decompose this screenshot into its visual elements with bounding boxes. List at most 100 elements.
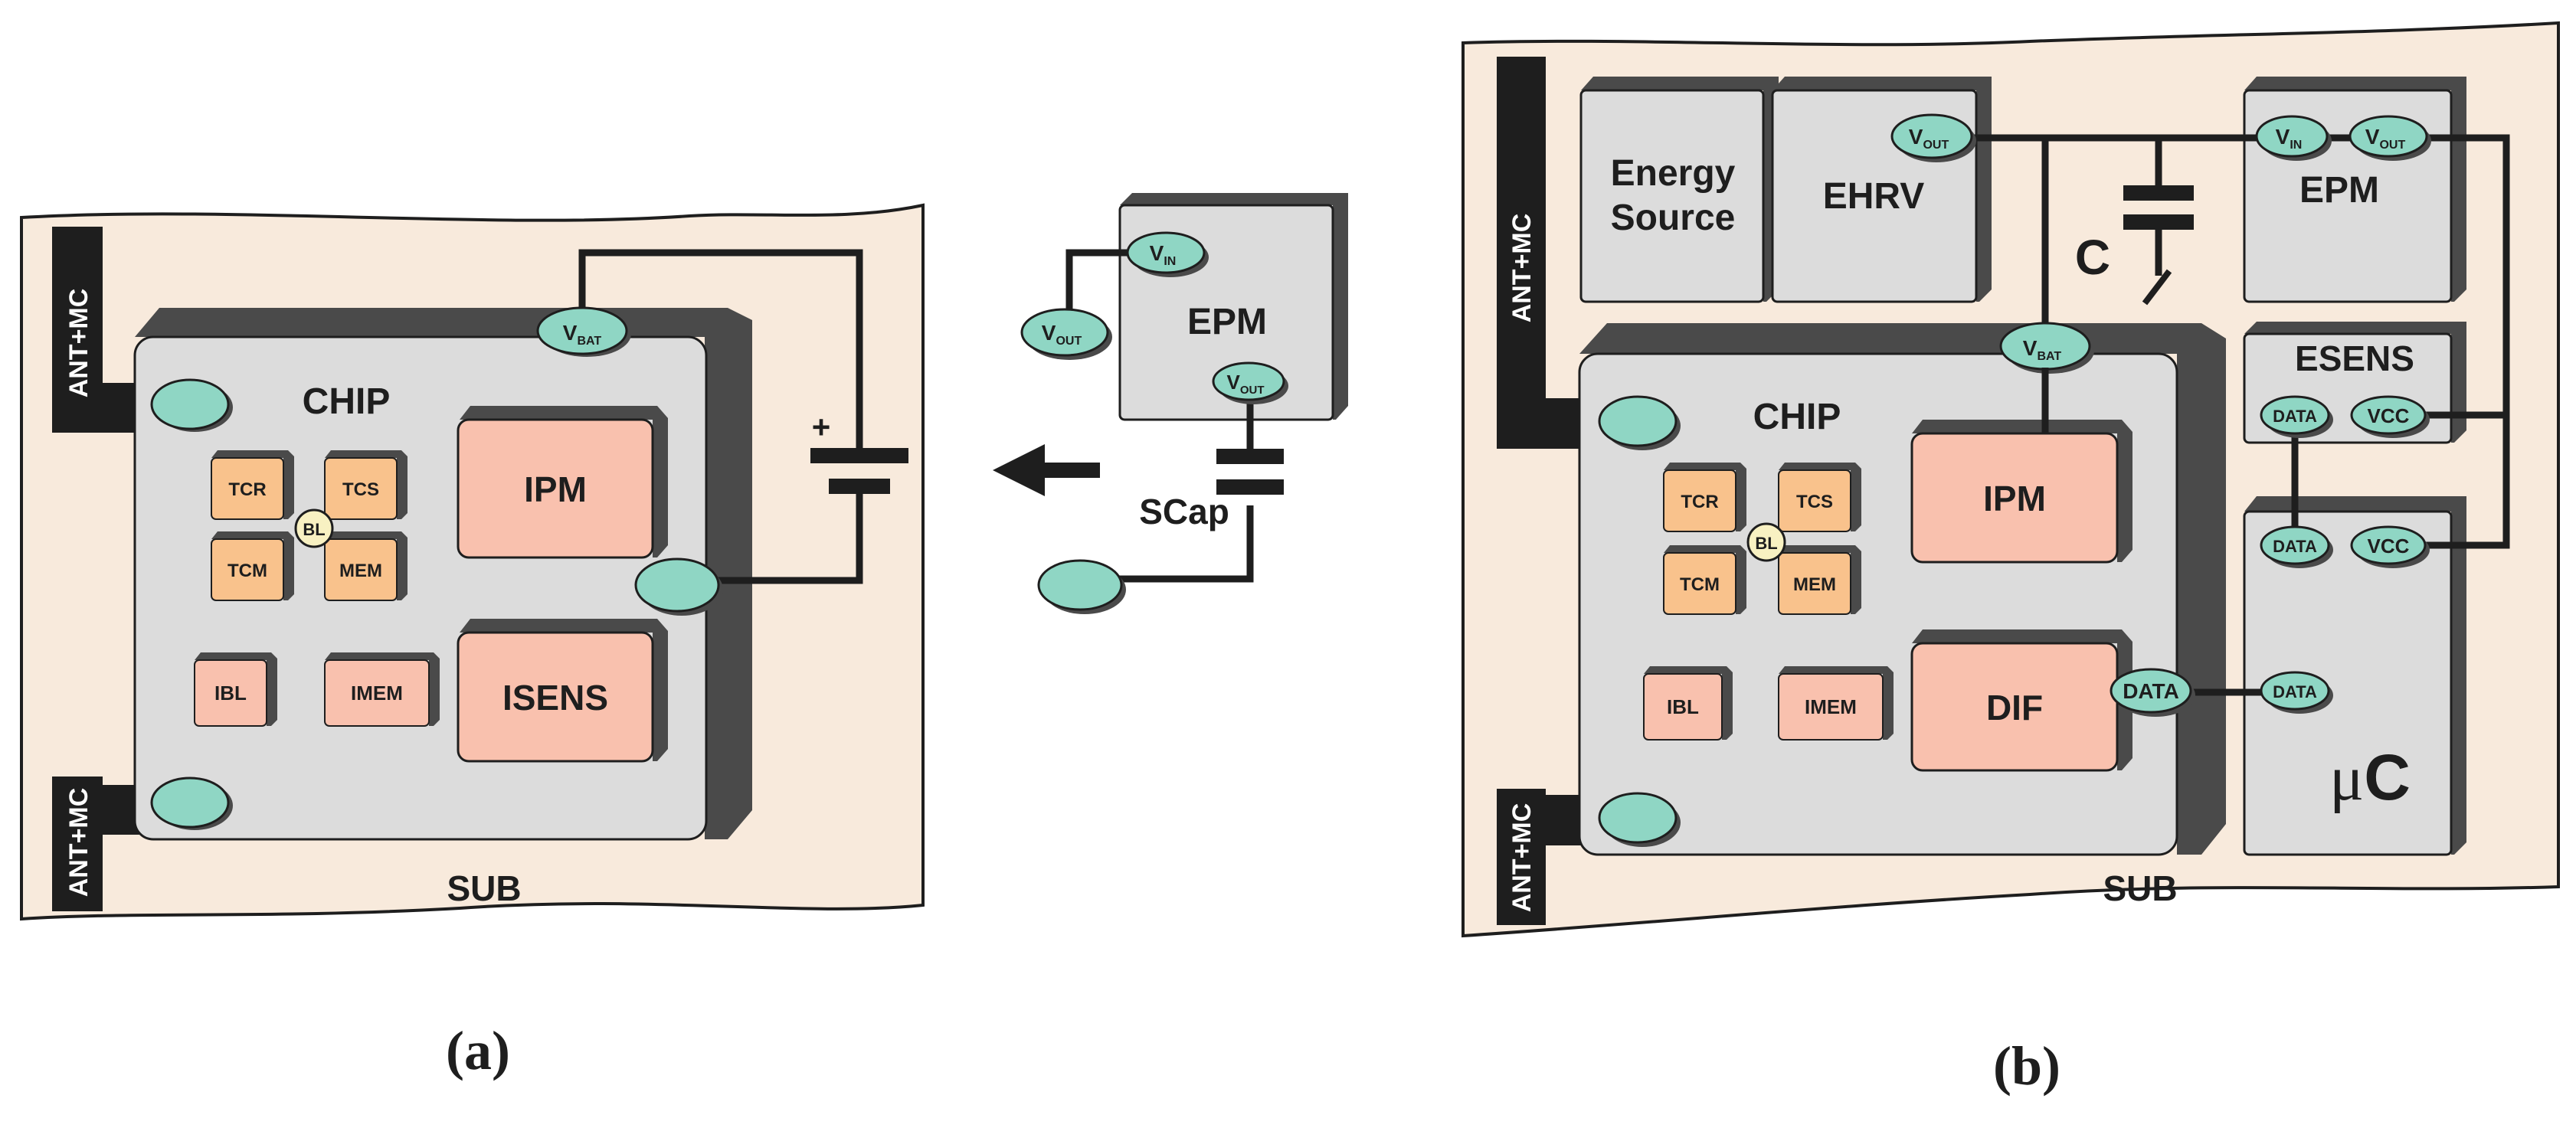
vbat-sub-b: BAT [2037, 350, 2061, 363]
ipm-label-b: IPM [1983, 479, 2046, 518]
capacitor-label-b: C [2075, 230, 2110, 285]
bl-label-b: BL [1755, 534, 1777, 553]
epm-vin-main: V [1150, 241, 1164, 265]
ibl-a [194, 659, 267, 727]
epm-vout-label-b: VOUT [2365, 125, 2406, 152]
tcs-label-b: TCS [1796, 492, 1833, 512]
tcm-label-b: TCM [1680, 574, 1720, 595]
bl-label-a: BL [303, 520, 325, 539]
uc-vcc-pad [2350, 525, 2427, 565]
bl-node-b [1746, 522, 1786, 562]
mem-b [1778, 552, 1851, 615]
uc-data-side-label: DATA [2273, 682, 2317, 701]
scap-plate-bottom [1216, 479, 1284, 495]
ehrv-vout-label: VOUT [1909, 125, 1949, 152]
caption-a-letter: a [464, 1020, 492, 1081]
antenna-top-b [1497, 57, 1628, 449]
ehrv-vout-sub: OUT [1923, 139, 1949, 152]
tcs-label-a: TCS [342, 479, 379, 500]
caption-a-close: ) [492, 1020, 510, 1081]
epm-vin-sub-b: IN [2290, 139, 2302, 152]
ipm-b [1910, 432, 2119, 564]
power-rail-b [1967, 134, 2510, 549]
isens-a [457, 631, 654, 763]
imem-a [324, 659, 430, 727]
antenna-pad-top-b [1598, 395, 1678, 447]
mem-label-a: MEM [339, 561, 382, 581]
uc-c: C [2364, 741, 2411, 813]
epm-vout-left-sub: OUT [1056, 335, 1082, 348]
isens-label-a: ISENS [502, 678, 608, 718]
uc-data-top-pad [2260, 525, 2330, 565]
chip-label-b: CHIP [1753, 397, 1841, 437]
esens-label: ESENS [2295, 338, 2414, 378]
ehrv-label: EHRV [1823, 176, 1925, 217]
epm-vout-left-pad [1020, 308, 1109, 357]
arrow-left-icon [993, 444, 1100, 496]
imem-label-b: IMEM [1805, 695, 1857, 718]
battery-plus-a: + [812, 409, 831, 445]
vbat-main-a: V [563, 321, 578, 345]
tcm-b [1663, 552, 1736, 615]
esens-vcc-pad [2350, 395, 2427, 435]
epm-vin-label: VIN [1150, 241, 1177, 268]
antenna-pad-bottom-b [1598, 792, 1678, 844]
epm-vout-main-b: V [2365, 125, 2380, 149]
epm-module-a: EPM SCap VIN VOUT VOUT [993, 193, 1348, 614]
tcr-a [211, 457, 284, 520]
ehrv-vout-main: V [1909, 125, 1923, 149]
battery-plate-bottom-a [829, 479, 890, 494]
epm-vin-main-b: V [2276, 125, 2290, 149]
epm-vout-left-main: V [1042, 321, 1056, 345]
esens-data-pad [2260, 395, 2330, 435]
tcs-b [1778, 469, 1851, 532]
caption-a-open: ( [446, 1020, 464, 1081]
epm-vout-bottom-label: VOUT [1226, 371, 1264, 397]
epm-vout-left-label: VOUT [1042, 321, 1082, 348]
esens-data-label: DATA [2273, 407, 2317, 426]
ibl-label-a: IBL [214, 682, 247, 705]
epm-vin-label-b: VIN [2276, 125, 2303, 152]
uc-box [2243, 510, 2453, 856]
antenna-top-a [52, 227, 182, 433]
epm-vout-bottom-pad [1212, 361, 1285, 401]
caption-a: (a) [446, 1020, 510, 1081]
tcr-label-b: TCR [1681, 492, 1718, 512]
vbat-pad-a [536, 306, 628, 355]
vbat-label-a: VBAT [563, 321, 602, 348]
vbat-label-b: VBAT [2023, 336, 2062, 363]
epm-label-b: EPM [2299, 170, 2379, 211]
imem-label-a: IMEM [351, 682, 403, 705]
scap-pad [1037, 559, 1123, 611]
ibl-b [1643, 673, 1723, 741]
panel-b: ANT+MC ANT+MC Energy Source EHRV EPM ESE… [1461, 21, 2560, 938]
antenna-pad-bottom-a-face [150, 777, 230, 829]
tcm-label-a: TCM [227, 561, 267, 581]
ipm-label-a: IPM [524, 469, 587, 509]
epm-vin-pad [1126, 231, 1206, 274]
epm-vin-pad-b [2255, 115, 2329, 158]
uc-data-top-label: DATA [2273, 537, 2317, 556]
epm-vout-bottom-sub: OUT [1240, 384, 1265, 397]
ehrv-vout-pad [1890, 113, 1973, 159]
tcs-a [324, 457, 398, 520]
antenna-label-bottom-b: ANT+MC [1507, 803, 1537, 913]
epm-vin-sub: IN [1164, 255, 1176, 268]
ibl-label-b: IBL [1667, 695, 1699, 718]
epm-vout-sub-b: OUT [2379, 139, 2405, 152]
vbat-main-b: V [2023, 336, 2038, 360]
vbat-sub-a: BAT [577, 335, 601, 348]
sub-label-b: SUB [2103, 868, 2177, 908]
battery-wire-a [578, 249, 863, 584]
capacitor-plate-bottom-b [2123, 214, 2194, 230]
epm-vout-bottom-main: V [1226, 371, 1240, 394]
dif-data-pad [2110, 668, 2192, 714]
caption-b-open: ( [1993, 1035, 2011, 1097]
bl-node-a [294, 508, 334, 548]
antenna-label-bottom-a: ANT+MC [64, 788, 93, 897]
antenna-label-top-a: ANT+MC [64, 289, 93, 398]
ipm-a [457, 418, 654, 559]
dif-data-label: DATA [2123, 679, 2179, 703]
